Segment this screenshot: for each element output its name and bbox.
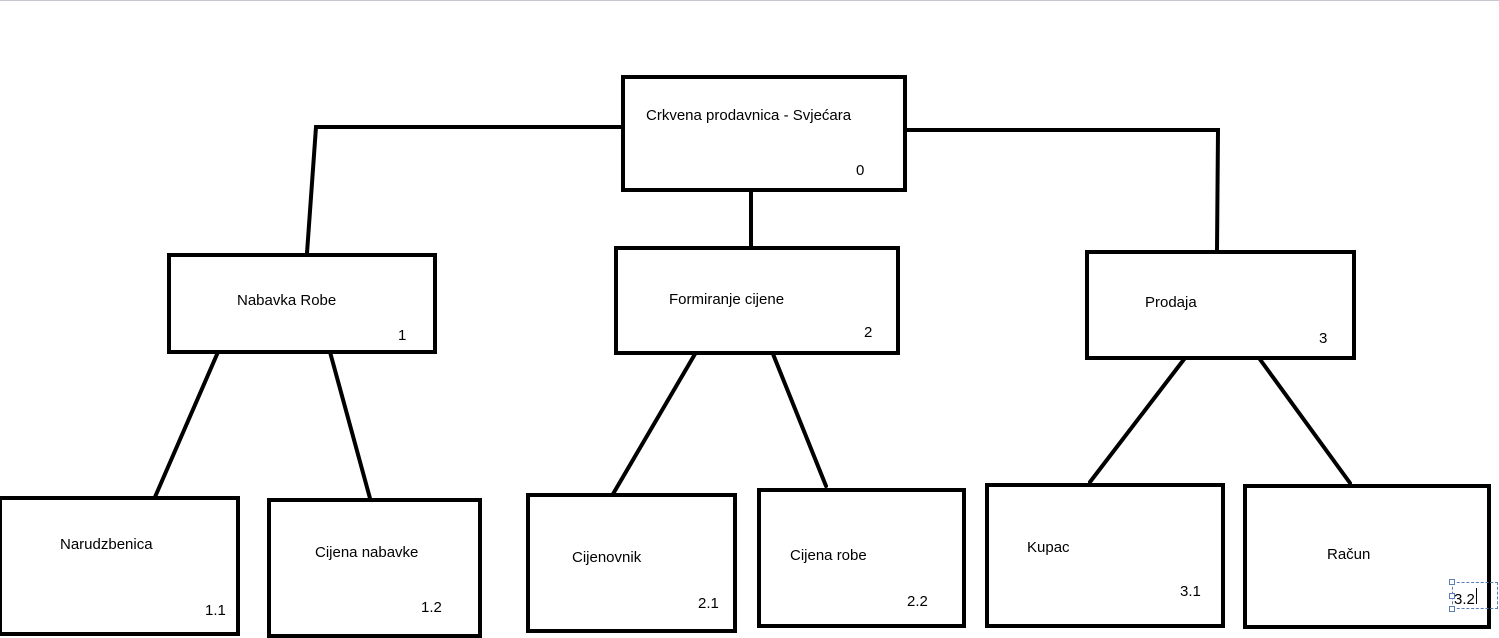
node-code: 1 [398,327,407,344]
node-code: 3 [1319,330,1328,347]
node-label: Cijena nabavke [315,544,419,561]
node-kupac[interactable]: Kupac 3.1 [985,483,1225,628]
node-code: 2.2 [907,593,928,610]
text-caret [1476,588,1477,604]
node-label: Crkvena prodavnica - Svjećara [646,107,852,124]
node-cijena-robe[interactable]: Cijena robe 2.2 [757,488,966,628]
node-code: 2.1 [698,595,719,612]
node-code: 2 [864,324,873,341]
connector-1-1.1 [153,350,220,499]
text-selection-frame[interactable] [1452,582,1498,609]
node-cijenovnik[interactable]: Cijenovnik 2.1 [526,493,737,633]
node-label: Cijenovnik [572,549,642,566]
node-label: Nabavka Robe [237,292,337,309]
node-label: Kupac [1027,539,1070,556]
node-code: 3.2 [1454,591,1475,608]
node-label: Prodaja [1145,294,1197,311]
connector-lines [153,125,1352,504]
node-code: 3.1 [1180,583,1201,600]
resize-handle[interactable] [1449,579,1455,585]
connector-1-1.2 [328,350,373,504]
node-label: Formiranje cijene [669,291,785,308]
resize-handle[interactable] [1449,606,1455,612]
node-code: 1.2 [421,599,442,616]
node-root[interactable]: Crkvena prodavnica - Svjećara 0 [621,75,907,192]
resize-handle[interactable] [1449,593,1455,599]
node-code: 1.1 [205,602,226,619]
node-prodaja[interactable]: Prodaja 3 [1085,250,1356,360]
connector-2-2.2 [771,352,828,488]
node-narudzbenica[interactable]: Narudzbenica 1.1 [0,496,240,636]
node-code: 0 [856,162,865,179]
connector-root-3 [903,128,1221,252]
node-nabavka-robe[interactable]: Nabavka Robe 1 [167,253,437,354]
connector-3-3.2 [1257,356,1352,485]
node-label: Narudzbenica [60,536,153,553]
node-label: Cijena robe [790,547,867,564]
connector-2-2.1 [611,352,697,496]
connector-3-3.1 [1088,356,1187,484]
node-cijena-nabavke[interactable]: Cijena nabavke 1.2 [267,498,482,638]
connector-root-1 [305,125,626,255]
node-formiranje-cijene[interactable]: Formiranje cijene 2 [614,246,900,355]
node-label: Račun [1327,546,1371,563]
